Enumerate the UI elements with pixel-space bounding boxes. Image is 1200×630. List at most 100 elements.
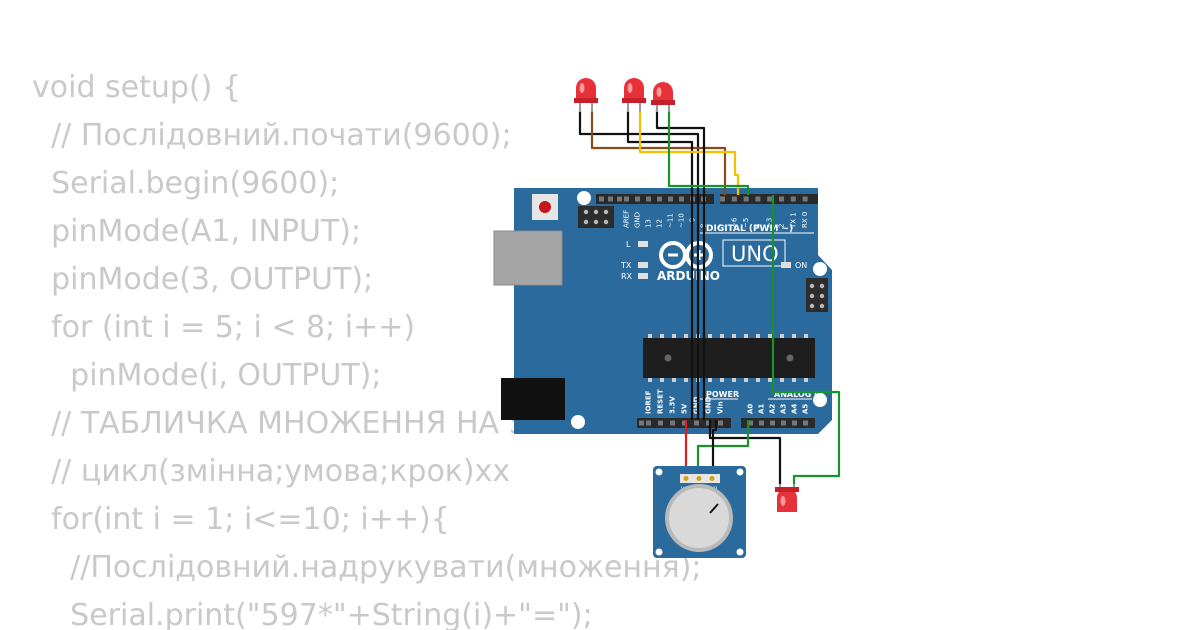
header-pin[interactable] <box>657 196 662 202</box>
chip-pin <box>660 334 664 338</box>
wire-yellow <box>638 110 740 195</box>
icsp-header-right <box>806 278 828 312</box>
header-pin[interactable] <box>608 196 613 202</box>
header-pin[interactable] <box>755 196 761 202</box>
tx-led-label: TX <box>620 261 632 270</box>
pin-label: A2 <box>769 404 777 414</box>
chip-pin <box>768 334 772 338</box>
code-line: pinMode(A1, INPUT); <box>32 214 362 249</box>
header-pin[interactable] <box>706 420 711 426</box>
pin-label: RESET <box>657 389 665 414</box>
chip-pin <box>804 334 808 338</box>
wires <box>578 110 841 484</box>
header-pin[interactable] <box>679 196 684 202</box>
uno-badge <box>722 239 786 267</box>
wire-green <box>771 195 841 484</box>
rx-led-indicator <box>638 273 648 279</box>
chip-pin <box>660 378 664 382</box>
header-pin[interactable] <box>781 420 786 426</box>
header-pin[interactable] <box>779 196 784 202</box>
header-pin[interactable] <box>682 420 687 426</box>
mounting-hole <box>813 262 827 276</box>
pin-label: ~5 <box>742 218 750 228</box>
pin-label: A4 <box>791 404 799 414</box>
on-led-indicator <box>781 262 791 268</box>
analog-header-label: ANALOG IN <box>774 390 824 399</box>
arduino-brand: ARDUINO <box>657 269 720 283</box>
wire-green <box>696 420 750 474</box>
pin-label: A1 <box>758 404 766 414</box>
header-pin[interactable] <box>694 420 699 426</box>
code-line: // цикл(змінна;умова;крок)xx <box>32 454 511 489</box>
power-header-label: POWER <box>706 390 739 399</box>
mounting-hole <box>577 191 591 205</box>
header-pin[interactable] <box>792 420 797 426</box>
led-red[interactable] <box>775 484 799 512</box>
chip-pin <box>684 334 688 338</box>
pin-label: 5V <box>681 403 689 414</box>
usb-port <box>493 230 563 286</box>
l-led-indicator <box>638 241 648 247</box>
header-pin[interactable] <box>617 196 622 202</box>
header-pin[interactable] <box>743 196 749 202</box>
digital-header[interactable] <box>596 194 818 204</box>
chip-pin <box>672 334 676 338</box>
code-line: Serial.print("597*"+String(i)+"="); <box>32 598 593 630</box>
chip-pin <box>720 378 724 382</box>
header-pin[interactable] <box>624 196 629 202</box>
header-pin[interactable] <box>718 420 723 426</box>
header-pin[interactable] <box>658 420 663 426</box>
code-line: pinMode(3, OUTPUT); <box>32 262 374 297</box>
uno-model: UNO <box>731 242 779 266</box>
header-pin[interactable] <box>646 420 651 426</box>
pin-label: ~10 <box>678 213 686 228</box>
chip-pin <box>708 378 712 382</box>
chip-pin <box>792 334 796 338</box>
chip-pin <box>708 334 712 338</box>
header-pin[interactable] <box>770 420 775 426</box>
header-pin[interactable] <box>720 196 725 202</box>
header-pin[interactable] <box>759 420 764 426</box>
header-pin[interactable] <box>670 420 675 426</box>
pin-label: A0 <box>747 404 755 414</box>
code-line: void setup() { <box>32 70 241 105</box>
header-pin[interactable] <box>731 196 737 202</box>
header-pin[interactable] <box>668 196 673 202</box>
header-pin[interactable] <box>803 420 808 426</box>
wire-green <box>667 110 750 195</box>
led-red[interactable] <box>651 82 675 112</box>
chip-pin <box>780 334 784 338</box>
header-pin[interactable] <box>802 196 808 202</box>
wire-black <box>655 110 706 420</box>
led-red[interactable] <box>574 78 598 112</box>
pot-knob[interactable] <box>669 488 729 548</box>
chip-pin <box>684 378 688 382</box>
code-line: for (int i = 5; i < 8; i++) <box>32 310 416 345</box>
header-pin[interactable] <box>790 196 796 202</box>
header-pin[interactable] <box>646 196 651 202</box>
atmega-chip <box>643 334 815 382</box>
header-pin[interactable] <box>599 196 604 202</box>
pot-knob-indicator <box>709 503 719 514</box>
header-pin[interactable] <box>767 196 773 202</box>
pin-label: 2 <box>778 224 786 228</box>
reset-button-cap <box>539 201 551 213</box>
chip-pin <box>768 378 772 382</box>
chip-pin <box>792 378 796 382</box>
chip-pin <box>756 378 760 382</box>
header-pin[interactable] <box>639 420 644 426</box>
led-red[interactable] <box>622 78 646 112</box>
code-line: pinMode(i, OUTPUT); <box>32 358 382 393</box>
pin-label: Vin <box>717 401 725 414</box>
potentiometer[interactable]: VCC SIG GND <box>653 466 746 558</box>
pin-label: ~6 <box>730 217 738 228</box>
header-pin[interactable] <box>748 420 753 426</box>
mounting-hole <box>571 415 585 429</box>
chip-pin <box>744 334 748 338</box>
power-analog-header[interactable] <box>637 418 815 428</box>
pin-label: ~3 <box>766 218 774 228</box>
header-pin[interactable] <box>635 196 640 202</box>
pin-label: 3.3V <box>669 396 677 414</box>
